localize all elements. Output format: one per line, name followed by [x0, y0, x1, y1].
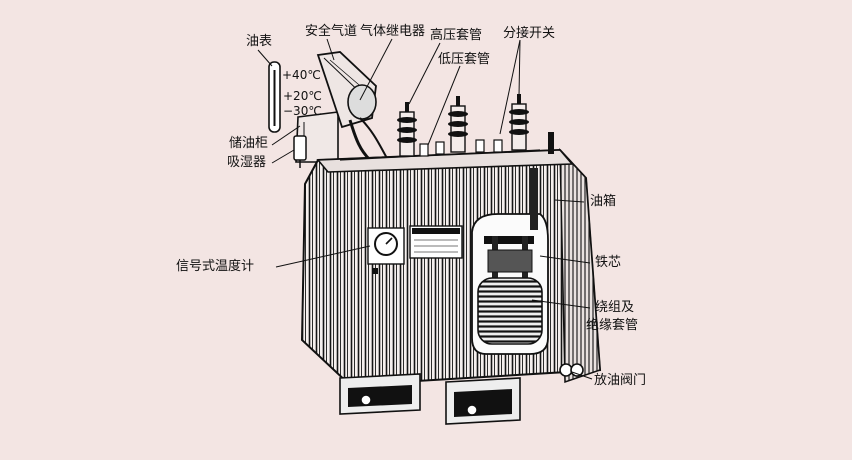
gauge-mark-plus40: +40℃ — [282, 68, 321, 82]
radiator-fins — [300, 148, 602, 387]
label-winding-line1: 绕组及 — [595, 300, 635, 315]
oil-gauge-glyph — [268, 61, 281, 133]
base-rails — [339, 373, 521, 425]
breather-glyph — [293, 135, 307, 168]
label-safety-vent: 安全气道 — [305, 24, 358, 39]
thermometer-glyph — [367, 227, 405, 274]
label-hv-bushing: 高压套管 — [430, 28, 483, 43]
label-lv-bushing: 低压套管 — [438, 52, 491, 67]
drain-valve-glyph — [559, 363, 584, 377]
cutaway-view — [471, 213, 549, 355]
lv-bushings — [419, 139, 503, 157]
label-oil-gauge: 油表 — [246, 34, 273, 49]
label-thermometer: 信号式温度计 — [176, 259, 255, 274]
label-gas-relay: 气体继电器 — [360, 24, 426, 39]
label-oil-tank: 油箱 — [590, 194, 617, 209]
nameplate — [409, 225, 463, 259]
leader-lines — [257, 38, 593, 380]
label-breather: 吸湿器 — [227, 155, 267, 170]
conservator-tank — [316, 51, 377, 129]
label-core: 铁芯 — [595, 255, 622, 270]
label-tap-changer: 分接开关 — [503, 26, 556, 41]
label-conservator: 储油柜 — [229, 136, 269, 151]
hv-bushings — [397, 94, 529, 157]
gauge-mark-minus30: −30℃ — [283, 104, 322, 118]
label-drain-valve: 放油阀门 — [594, 373, 647, 388]
gauge-mark-plus20: +20℃ — [283, 89, 322, 103]
tap-changer-knob — [548, 132, 554, 154]
label-winding-line2: 绝缘套管 — [586, 318, 639, 333]
